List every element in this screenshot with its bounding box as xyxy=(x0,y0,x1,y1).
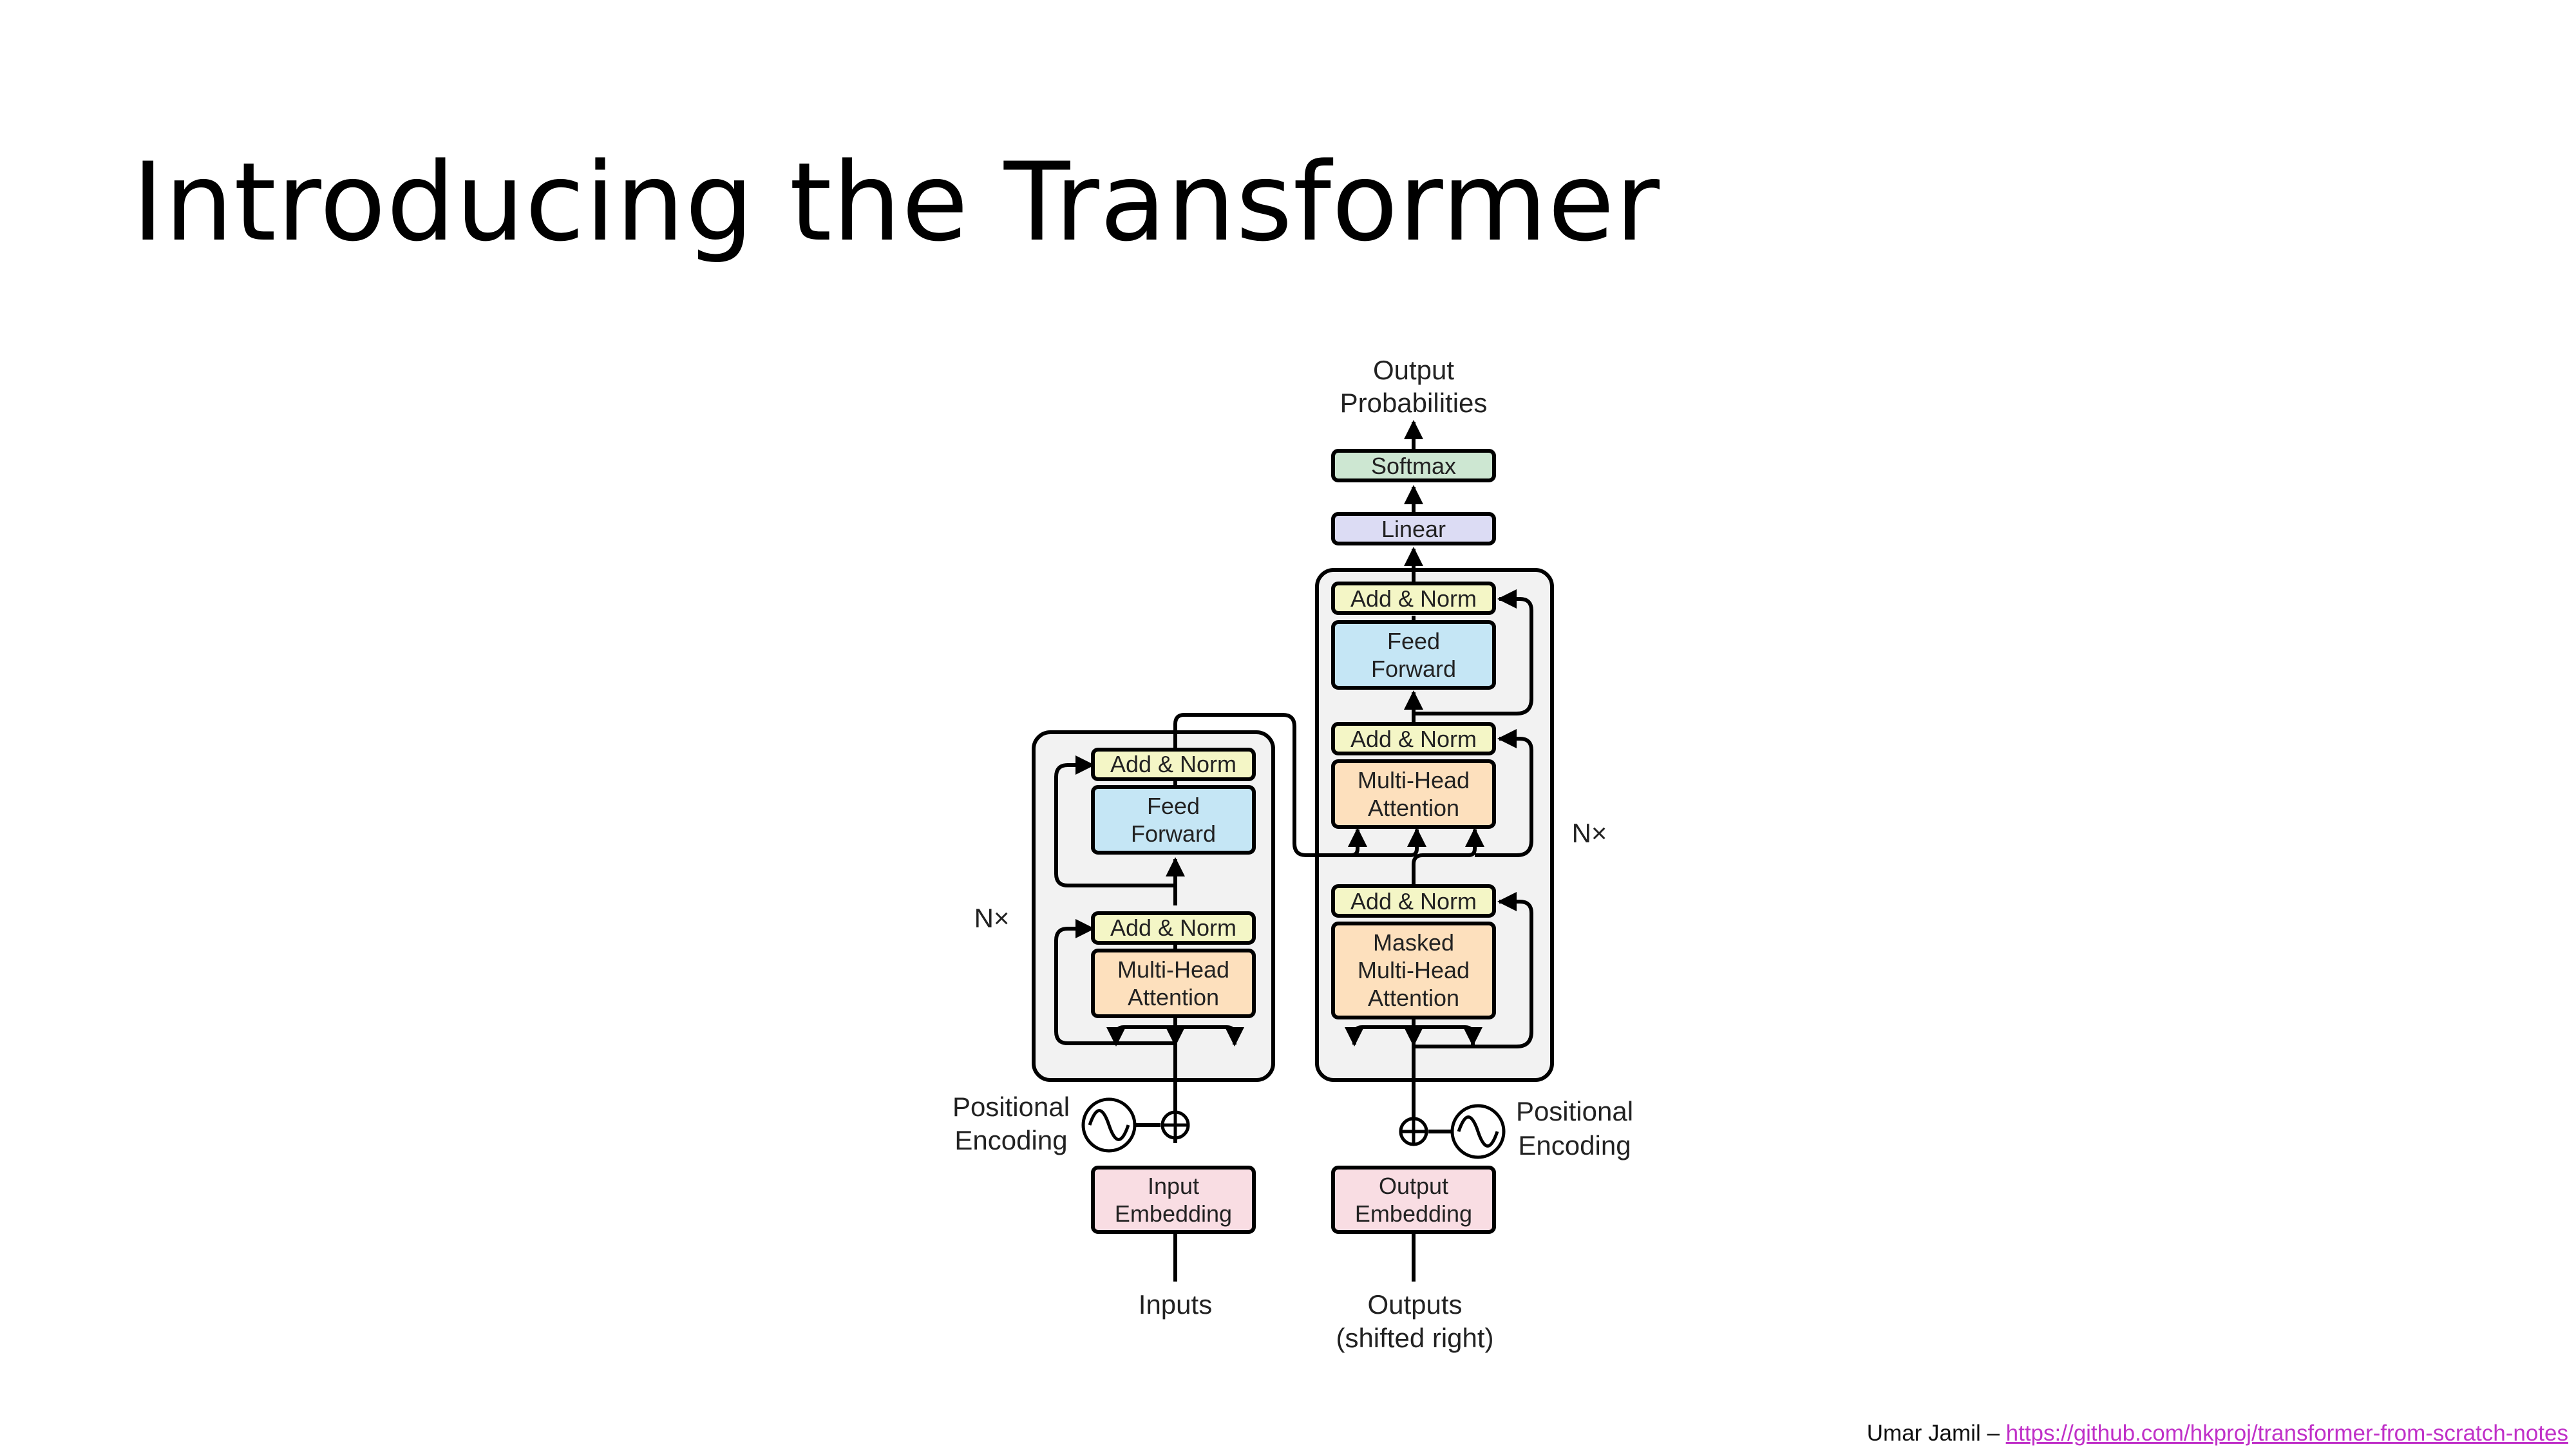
decoder-add-norm-top: Add & Norm xyxy=(1331,582,1496,615)
svg-text:Outputs: Outputs xyxy=(1367,1289,1462,1320)
svg-text:Attention: Attention xyxy=(1368,795,1459,821)
svg-text:Feed: Feed xyxy=(1387,628,1440,654)
decoder-sine-wave-icon xyxy=(1450,1104,1506,1159)
decoder-nx-label: N× xyxy=(1572,818,1607,848)
encoder-nx-label: N× xyxy=(974,903,1010,933)
decoder-feed-forward: Feed Forward xyxy=(1331,620,1496,690)
svg-text:Add & Norm: Add & Norm xyxy=(1350,888,1477,914)
encoder-add-norm-top: Add & Norm xyxy=(1091,748,1256,781)
svg-text:Input: Input xyxy=(1148,1173,1199,1199)
svg-text:Forward: Forward xyxy=(1371,656,1456,682)
encoder-add-icon xyxy=(1160,1110,1190,1140)
svg-text:Masked: Masked xyxy=(1373,929,1454,956)
decoder-add-norm-middle: Add & Norm xyxy=(1331,722,1496,755)
footer-link[interactable]: https://github.com/hkproj/transformer-fr… xyxy=(2005,1421,2568,1446)
svg-text:Embedding: Embedding xyxy=(1115,1200,1232,1227)
decoder-multi-head-attention: Multi-Head Attention xyxy=(1331,759,1496,829)
input-embedding: Input Embedding xyxy=(1091,1166,1256,1234)
footer-author: Umar Jamil – xyxy=(1866,1421,2006,1446)
svg-text:Multi-Head: Multi-Head xyxy=(1358,957,1470,983)
inputs-label: Inputs xyxy=(1139,1289,1212,1320)
footer-credit: Umar Jamil – https://github.com/hkproj/t… xyxy=(1867,1421,2568,1446)
outputs-shifted-right-label: Outputs (shifted right) xyxy=(1336,1289,1493,1353)
svg-text:Output: Output xyxy=(1373,355,1454,385)
output-embedding: Output Embedding xyxy=(1331,1166,1496,1234)
svg-text:Add & Norm: Add & Norm xyxy=(1350,726,1477,752)
encoder-sine-wave-icon xyxy=(1081,1097,1137,1153)
svg-text:Encoding: Encoding xyxy=(1518,1130,1631,1160)
softmax: Softmax xyxy=(1331,449,1496,482)
output-probabilities-label: Output Probabilities xyxy=(1340,355,1488,418)
svg-text:Softmax: Softmax xyxy=(1371,453,1456,479)
svg-text:Encoding: Encoding xyxy=(954,1125,1067,1155)
slide-title: Introducing the Transformer xyxy=(132,139,1660,265)
decoder-add-norm-bottom: Add & Norm xyxy=(1331,884,1496,918)
svg-text:Attention: Attention xyxy=(1368,985,1459,1011)
svg-text:Positional: Positional xyxy=(1516,1096,1633,1126)
svg-text:Add & Norm: Add & Norm xyxy=(1350,585,1477,612)
encoder-add-norm-bottom: Add & Norm xyxy=(1091,911,1256,945)
svg-text:Forward: Forward xyxy=(1131,820,1216,847)
svg-text:Add & Norm: Add & Norm xyxy=(1110,914,1236,941)
decoder-positional-encoding-label: Positional Encoding xyxy=(1516,1096,1633,1160)
svg-text:Output: Output xyxy=(1379,1173,1448,1199)
svg-text:Positional: Positional xyxy=(952,1092,1070,1122)
svg-text:Linear: Linear xyxy=(1381,516,1446,542)
svg-text:Multi-Head: Multi-Head xyxy=(1358,767,1470,793)
svg-text:Embedding: Embedding xyxy=(1355,1200,1472,1227)
decoder-masked-multi-head-attention: Masked Multi-Head Attention xyxy=(1331,922,1496,1019)
encoder-multi-head-attention: Multi-Head Attention xyxy=(1091,949,1256,1018)
svg-text:Multi-Head: Multi-Head xyxy=(1117,956,1229,983)
linear: Linear xyxy=(1331,512,1496,545)
svg-text:Probabilities: Probabilities xyxy=(1340,388,1488,418)
encoder-feed-forward: Feed Forward xyxy=(1091,785,1256,855)
svg-text:(shifted right): (shifted right) xyxy=(1336,1323,1493,1353)
encoder-positional-encoding-label: Positional Encoding xyxy=(952,1092,1070,1155)
svg-text:Add & Norm: Add & Norm xyxy=(1110,751,1236,777)
svg-text:Feed: Feed xyxy=(1147,793,1200,819)
decoder-add-icon xyxy=(1399,1117,1428,1146)
svg-text:Attention: Attention xyxy=(1128,984,1219,1010)
